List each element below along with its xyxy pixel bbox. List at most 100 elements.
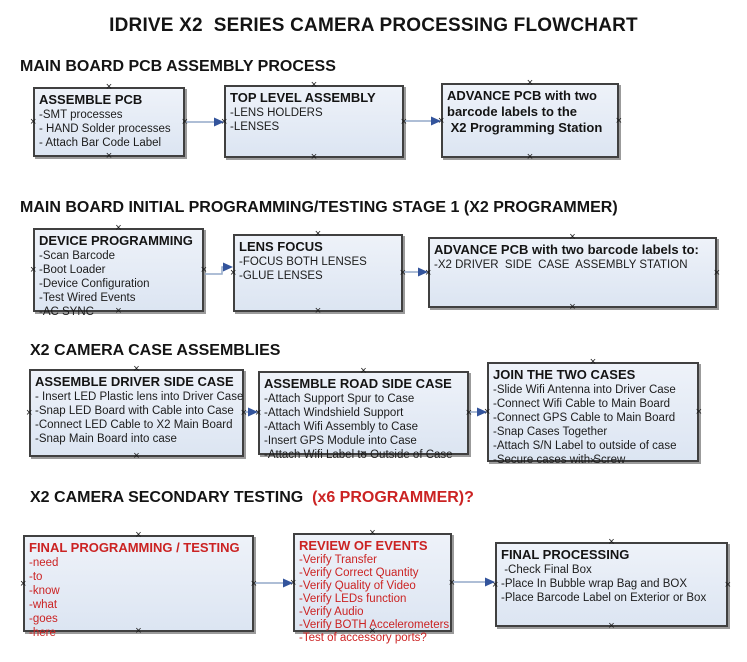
connection-x-icon	[290, 578, 296, 588]
box-item: -Place In Bubble wrap Bag and BOX	[501, 578, 688, 590]
connection-x-icon	[201, 265, 207, 275]
box-item: -AC SYNC	[39, 306, 94, 318]
connection-x-icon	[425, 268, 431, 278]
connection-x-icon	[315, 229, 321, 239]
box-item: -Device Configuration	[39, 278, 150, 290]
connection-x-icon	[590, 357, 596, 367]
box-final-processing: FINAL PROCESSING -Check Final Box -Place…	[495, 542, 728, 627]
connection-x-icon	[106, 82, 112, 92]
connection-x-icon	[400, 268, 406, 278]
box-item: -Verify BOTH Accelerometers	[299, 619, 450, 631]
box-title: ASSEMBLE PCB	[39, 92, 143, 107]
box-title: JOIN THE TWO CASES	[493, 367, 636, 382]
connection-x-icon	[115, 223, 121, 233]
box-title: ASSEMBLE DRIVER SIDE CASE	[35, 374, 234, 389]
connection-x-icon	[466, 408, 472, 418]
box-item: -goes	[29, 613, 58, 625]
box-item: -GLUE LENSES	[239, 270, 323, 282]
box-title: LENS FOCUS	[239, 239, 323, 254]
connection-x-icon	[401, 117, 407, 127]
connection-x-icon	[696, 407, 702, 417]
box-item: -what	[29, 599, 58, 611]
box-title: REVIEW OF EVENTS	[299, 538, 428, 553]
connection-x-icon	[311, 152, 317, 162]
box-title: ADVANCE PCB with two	[447, 88, 597, 103]
box-item: -LENSES	[230, 121, 280, 133]
box-item: -X2 DRIVER SIDE CASE ASSEMBLY STATION	[434, 259, 688, 271]
connection-x-icon	[492, 580, 498, 590]
connection-x-icon	[241, 408, 247, 418]
box-top-level-assembly: TOP LEVEL ASSEMBLY -LENS HOLDERS -LENSES	[224, 85, 404, 158]
connection-x-icon	[369, 528, 375, 538]
connection-x-icon	[569, 302, 575, 312]
connection-x-icon	[527, 152, 533, 162]
box-item: -need	[29, 557, 59, 569]
box-item: -Secure cases with Screw	[493, 454, 626, 466]
box-title: TOP LEVEL ASSEMBLY	[230, 90, 376, 105]
connection-x-icon	[106, 151, 112, 161]
box-item: -Scan Barcode	[39, 250, 116, 262]
connection-x-icon	[115, 306, 121, 316]
box-title: FINAL PROGRAMMING / TESTING	[29, 540, 240, 555]
connection-x-icon	[135, 626, 141, 636]
connection-x-icon	[608, 537, 614, 547]
connection-x-icon	[438, 116, 444, 126]
box-item: -here	[29, 627, 56, 639]
section-heading-pcb-assembly: MAIN BOARD PCB ASSEMBLY PROCESS	[20, 58, 336, 75]
connection-x-icon	[616, 116, 622, 126]
box-item: -Insert GPS Module into Case	[264, 435, 417, 447]
connection-x-icon	[311, 80, 317, 90]
box-item: -Connect LED Cable to X2 Main Board	[35, 419, 233, 431]
box-assemble-pcb: ASSEMBLE PCB -SMT processes - HAND Solde…	[33, 87, 185, 157]
box-item: -FOCUS BOTH LENSES	[239, 256, 367, 268]
box-item: -LENS HOLDERS	[230, 107, 323, 119]
box-item: -Snap Main Board into case	[35, 433, 177, 445]
box-join-the-two-cases: JOIN THE TWO CASES -Slide Wifi Antenna i…	[484, 362, 702, 466]
connection-x-icon	[449, 578, 455, 588]
box-item: -SMT processes	[39, 109, 123, 121]
box-item: -Attach S/N Label to outside of case	[493, 440, 677, 452]
box-item: -Snap Cases Together	[493, 426, 608, 438]
box-advance-pcb-programming-station: ADVANCE PCB with two barcode labels to t…	[441, 83, 619, 158]
box-item: -Connect GPS Cable to Main Board	[493, 412, 676, 424]
box-item: -Snap LED Board with Cable into Case	[35, 405, 234, 417]
connection-x-icon	[590, 456, 596, 466]
box-item: -Verify Quality of Video	[299, 580, 416, 592]
box-title: ADVANCE PCB with two barcode labels to:	[434, 242, 699, 257]
connection-x-icon	[251, 579, 257, 589]
connection-x-icon	[255, 408, 261, 418]
connection-x-icon	[133, 451, 139, 461]
connection-x-icon	[360, 449, 366, 459]
connection-x-icon	[230, 268, 236, 278]
box-item: -know	[29, 585, 60, 597]
section-heading-case-assemblies: X2 CAMERA CASE ASSEMBLIES	[30, 342, 281, 359]
section-heading-secondary-testing: X2 CAMERA SECONDARY TESTING (x6 PROGRAMM…	[30, 489, 474, 507]
box-assemble-driver-side-case: ASSEMBLE DRIVER SIDE CASE - Insert LED P…	[29, 369, 244, 457]
box-review-of-events: REVIEW OF EVENTS -Verify Transfer -Verif…	[290, 533, 455, 644]
connection-x-icon	[20, 579, 26, 589]
heading-red-part: (x6 PROGRAMMER)?	[312, 489, 474, 506]
box-item: -Check Final Box	[501, 564, 592, 576]
box-assemble-road-side-case: ASSEMBLE ROAD SIDE CASE -Attach Support …	[255, 371, 472, 461]
box-item: -Connect Wifi Cable to Main Board	[493, 398, 671, 410]
box-item: - Insert LED Plastic lens into Driver Ca…	[35, 391, 244, 403]
connection-x-icon	[725, 580, 731, 590]
connection-x-icon	[369, 626, 375, 636]
box-final-programming-testing: FINAL PROGRAMMING / TESTING -need -to -k…	[20, 535, 257, 639]
connection-x-icon	[608, 621, 614, 631]
connection-x-icon	[221, 117, 227, 127]
box-advance-pcb-driver-side-station: ADVANCE PCB with two barcode labels to: …	[428, 237, 717, 308]
connection-x-icon	[30, 117, 36, 127]
box-device-programming: DEVICE PROGRAMMING -Scan Barcode -Boot L…	[33, 228, 207, 318]
arrow-final-programming-to-review	[255, 578, 293, 588]
section-heading-initial-programming: MAIN BOARD INITIAL PROGRAMMING/TESTING S…	[20, 199, 618, 216]
box-title: DEVICE PROGRAMMING	[39, 233, 193, 248]
box-item: -Test Wired Events	[39, 292, 136, 304]
box-title: ASSEMBLE ROAD SIDE CASE	[264, 376, 452, 391]
connection-x-icon	[714, 268, 720, 278]
box-item: -Verify LEDs function	[299, 593, 407, 605]
connection-x-icon	[484, 407, 490, 417]
box-item: -Test of accessory ports?	[299, 632, 427, 644]
box-item: -Attach Support Spur to Case	[264, 393, 415, 405]
